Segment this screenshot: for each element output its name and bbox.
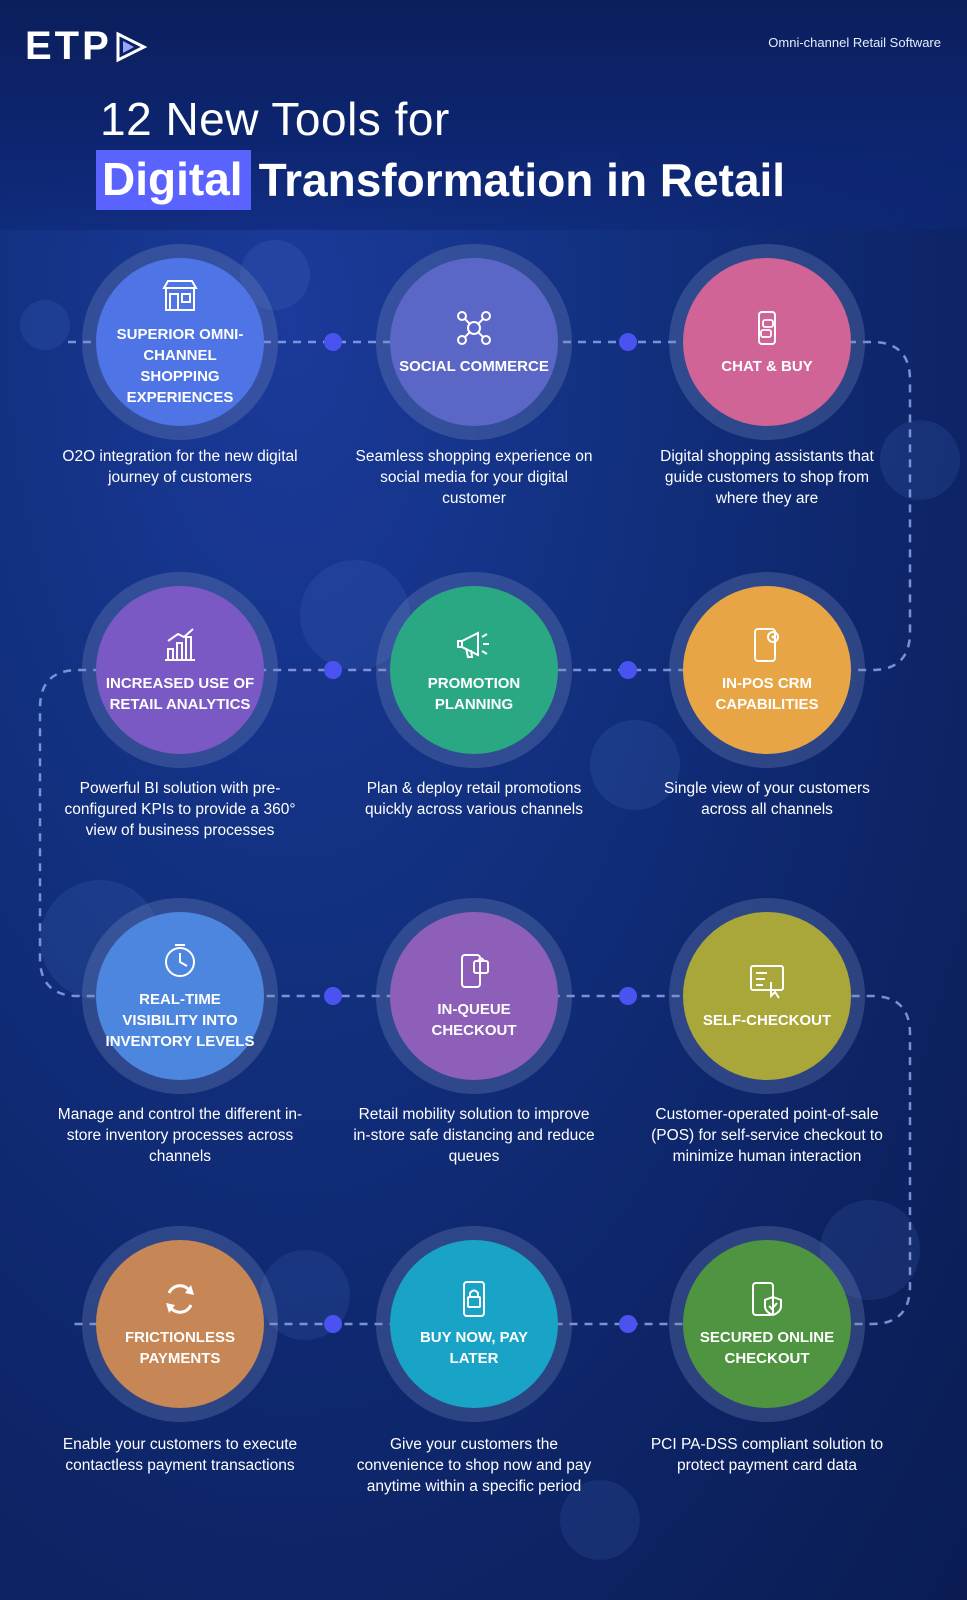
tool-label: Increased Use of Retail Analytics bbox=[105, 675, 255, 713]
connector-dot bbox=[324, 987, 342, 1005]
title-highlight: Digital bbox=[96, 150, 251, 210]
bar-chart-icon bbox=[165, 628, 195, 661]
title-line-1: 12 New Tools for bbox=[100, 93, 450, 145]
touch-screen-icon bbox=[750, 964, 784, 999]
connector-dot bbox=[324, 661, 342, 679]
title-line-2: Digital Transformation in Retail bbox=[96, 150, 785, 210]
connector-dot bbox=[619, 1315, 637, 1333]
tool-circle: Superior Omni-Channel Shopping Experienc… bbox=[96, 258, 264, 426]
tool-circle: Self-Checkout bbox=[683, 912, 851, 1080]
tool-circle: In-POS CRM Capabilities bbox=[683, 586, 851, 754]
tool-circle: Real-Time Visibility into Inventory Leve… bbox=[96, 912, 264, 1080]
tool-card: Buy Now, Pay Later bbox=[376, 1226, 572, 1422]
tool-label: Frictionless Payments bbox=[124, 1329, 235, 1367]
tool-card: Secured Online Checkout bbox=[669, 1226, 865, 1422]
tool-description: Give your customers the convenience to s… bbox=[356, 1436, 592, 1495]
tool-description: Single view of your customers across all… bbox=[664, 780, 870, 818]
connector-dot bbox=[324, 333, 342, 351]
tool-label: In-POS CRM Capabilities bbox=[715, 675, 819, 713]
title-rest: Transformation in Retail bbox=[258, 154, 786, 206]
tool-description: Customer-operated point-of-sale (POS) fo… bbox=[651, 1106, 883, 1165]
tool-label: Secured Online Checkout bbox=[699, 1329, 835, 1367]
tool-label: Self-Checkout bbox=[702, 1011, 832, 1029]
tool-label: Buy Now, Pay Later bbox=[419, 1329, 529, 1367]
tool-card: In-POS CRM Capabilities bbox=[669, 572, 865, 768]
social-network-icon bbox=[457, 310, 491, 345]
storefront-icon bbox=[162, 280, 198, 311]
tool-circle: Social Commerce bbox=[390, 258, 558, 426]
tool-circle: Buy Now, Pay Later bbox=[390, 1240, 558, 1408]
clock-icon bbox=[165, 943, 195, 977]
tool-label: Promotion Planning bbox=[427, 675, 521, 713]
tool-card: Self-Checkout bbox=[669, 898, 865, 1094]
tool-description: Seamless shopping experience on social m… bbox=[355, 448, 593, 507]
connector-dot bbox=[619, 333, 637, 351]
tool-card: Increased Use of Retail Analytics bbox=[82, 572, 278, 768]
mobile-bag-icon bbox=[461, 954, 489, 988]
tool-circle: Frictionless Payments bbox=[96, 1240, 264, 1408]
tool-description: Enable your customers to execute contact… bbox=[62, 1436, 298, 1474]
tool-card: Social Commerce bbox=[376, 244, 572, 440]
connector-dot bbox=[324, 1315, 342, 1333]
tool-description: Digital shopping assistants that guide c… bbox=[660, 448, 874, 507]
tool-description: Powerful BI solution with pre-configured… bbox=[64, 780, 296, 839]
tool-card: Promotion Planning bbox=[376, 572, 572, 768]
tool-circle: Promotion Planning bbox=[390, 586, 558, 754]
etp-logo: ETP bbox=[25, 24, 148, 69]
sync-arrows-icon bbox=[166, 1284, 194, 1314]
tablet-gear-icon bbox=[754, 628, 779, 662]
tool-circle: In-Queue Checkout bbox=[390, 912, 558, 1080]
tool-description: Retail mobility solution to improve in-s… bbox=[353, 1106, 595, 1165]
tool-label: Superior Omni-Channel Shopping Experienc… bbox=[116, 326, 244, 406]
megaphone-icon bbox=[457, 631, 489, 658]
tool-circle: Chat & Buy bbox=[683, 258, 851, 426]
tool-circle: Increased Use of Retail Analytics bbox=[96, 586, 264, 754]
tool-card: Chat & Buy bbox=[669, 244, 865, 440]
tool-label: Social Commerce bbox=[399, 357, 549, 375]
tool-label: In-Queue Checkout bbox=[431, 1001, 517, 1039]
tool-description: Plan & deploy retail promotions quickly … bbox=[365, 780, 583, 818]
tool-description: O2O integration for the new digital jour… bbox=[62, 448, 298, 486]
logo-text: ETP bbox=[25, 24, 112, 68]
mobile-lock-icon bbox=[463, 1281, 485, 1317]
tool-card: Real-Time Visibility into Inventory Leve… bbox=[82, 898, 278, 1094]
connector-dot bbox=[619, 661, 637, 679]
tool-label: Real-Time Visibility into Inventory Leve… bbox=[105, 990, 255, 1050]
mobile-chat-icon bbox=[758, 310, 776, 345]
mobile-shield-icon bbox=[752, 1282, 782, 1317]
tool-description: Manage and control the different in-stor… bbox=[57, 1106, 303, 1165]
play-triangle-icon bbox=[116, 31, 148, 62]
tool-card: In-Queue Checkout bbox=[376, 898, 572, 1094]
tool-card: Superior Omni-Channel Shopping Experienc… bbox=[82, 244, 278, 440]
tool-label: Chat & Buy bbox=[721, 357, 813, 375]
tool-card: Frictionless Payments bbox=[82, 1226, 278, 1422]
tagline: Omni-channel Retail Software bbox=[768, 35, 941, 50]
tool-circle: Secured Online Checkout bbox=[683, 1240, 851, 1408]
tool-description: PCI PA-DSS compliant solution to protect… bbox=[650, 1436, 884, 1474]
connector-dot bbox=[619, 987, 637, 1005]
